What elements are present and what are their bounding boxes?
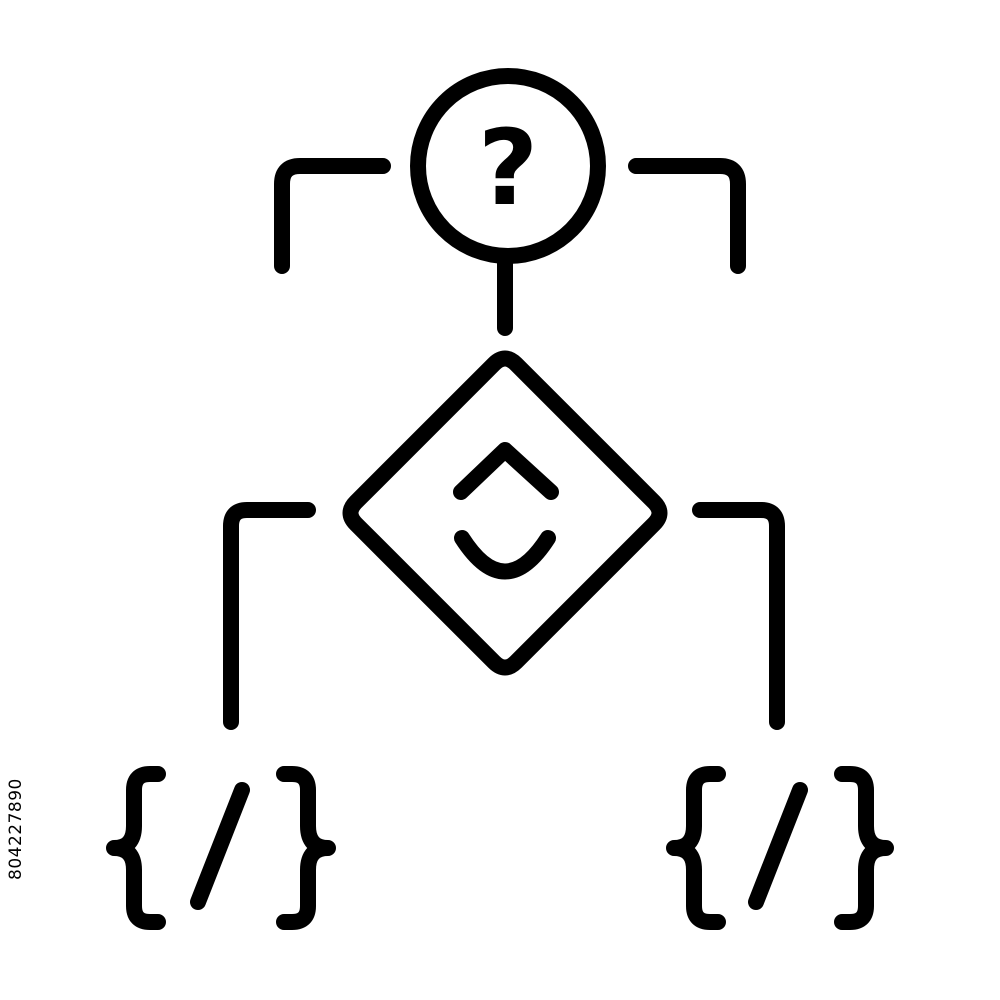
right-close-brace bbox=[834, 766, 894, 930]
question-circle-icon: ? bbox=[410, 68, 606, 264]
left-code-braces-icon bbox=[106, 766, 336, 930]
decision-diamond-icon bbox=[342, 350, 668, 676]
smile-arc bbox=[454, 530, 556, 580]
diamond-outline bbox=[342, 350, 668, 676]
right-slash bbox=[748, 782, 808, 910]
left-slash bbox=[190, 782, 250, 910]
left-branch-line bbox=[223, 502, 316, 730]
question-mark-glyph: ? bbox=[478, 107, 538, 229]
right-open-brace bbox=[666, 766, 726, 930]
left-close-brace bbox=[276, 766, 336, 930]
top-left-bracket bbox=[274, 158, 391, 274]
right-branch-line bbox=[692, 502, 785, 730]
top-right-bracket bbox=[628, 158, 746, 274]
right-code-braces-icon bbox=[666, 766, 894, 930]
stock-id-label: 804227890 bbox=[6, 778, 26, 880]
left-open-brace bbox=[106, 766, 166, 930]
chevron-up-icon bbox=[453, 442, 559, 500]
